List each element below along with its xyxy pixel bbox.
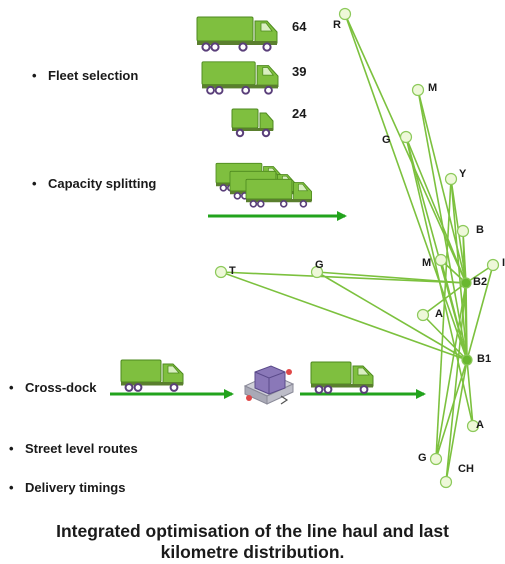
network-node-t	[214, 265, 228, 279]
network-link-g2-b1	[316, 271, 468, 361]
network-link-r-b1	[344, 13, 468, 361]
network-node-label-i: I	[502, 257, 505, 269]
capacity-split-trucks	[215, 162, 313, 208]
network-node-y	[444, 172, 458, 186]
network-node-b1	[461, 354, 473, 366]
bullet-icon: •	[32, 176, 37, 191]
truck-icon	[196, 16, 278, 52]
bullet-text: Cross-dock	[25, 380, 97, 395]
network-link-b2-g3	[435, 282, 467, 460]
network-node-label-ch: CH	[458, 463, 474, 475]
network-link-g1-b2	[405, 136, 467, 284]
truck-icon	[245, 178, 313, 208]
network-node-label-g2: G	[315, 259, 324, 271]
network-node-b	[456, 224, 470, 238]
network-node-label-g1: G	[382, 134, 391, 146]
fleet-truck-small	[231, 108, 274, 138]
network-node-label-a2: A	[476, 419, 484, 431]
network-node-g2	[310, 265, 324, 279]
network-link-y-g3	[435, 178, 452, 460]
cross-dock-inbound-truck	[120, 359, 184, 392]
network-link-t-b2	[220, 271, 467, 284]
truck-icon	[201, 60, 279, 95]
fleet-count-64: 64	[292, 19, 307, 34]
bullet-cross-dock: • Cross-dock	[9, 380, 97, 395]
caption-line-1: Integrated optimisation of the line haul…	[56, 521, 449, 541]
network-node-label-m2: M	[422, 257, 431, 269]
network-link-b1-g3	[435, 359, 468, 460]
network-link-t-b1	[220, 271, 468, 361]
bullet-delivery-timings: • Delivery timings	[9, 480, 125, 495]
fleet-count-39: 39	[292, 64, 306, 79]
bullet-text: Street level routes	[25, 441, 138, 456]
network-link-b1-ch	[445, 359, 468, 483]
network-node-label-m1: M	[428, 82, 437, 94]
network-link-y-b1	[450, 178, 468, 361]
network-nodes	[214, 7, 500, 489]
network-node-a1	[416, 308, 430, 322]
network-node-g3	[429, 452, 443, 466]
figure-caption: Integrated optimisation of the line haul…	[0, 521, 505, 563]
network-node-label-g3: G	[418, 452, 427, 464]
network-link-b1-a2	[466, 359, 474, 427]
bullet-icon: •	[9, 380, 14, 395]
bullet-icon: •	[9, 480, 14, 495]
fleet-truck-large-2	[201, 60, 279, 95]
network-links	[220, 13, 494, 483]
network-node-label-t: T	[229, 265, 236, 277]
network-link-m2-b1	[440, 259, 468, 361]
bullet-text: Fleet selection	[48, 68, 138, 83]
network-node-label-b1: B1	[477, 353, 491, 365]
bullet-text: Capacity splitting	[48, 176, 156, 191]
bullet-capacity-splitting: • Capacity splitting	[32, 176, 156, 191]
network-node-label-b: B	[476, 224, 484, 236]
network-link-r-b2	[344, 13, 467, 284]
bullet-icon: •	[9, 441, 14, 456]
network-link-b2-ch	[445, 282, 467, 483]
cross-dock-icon	[243, 365, 295, 405]
truck-icon	[120, 359, 184, 392]
network-link-b2-b1	[465, 282, 468, 361]
network-node-i	[486, 258, 500, 272]
cross-dock-outbound-truck	[310, 361, 374, 394]
truck-icon	[310, 361, 374, 394]
bullet-street-level-routes: • Street level routes	[9, 441, 138, 456]
caption-line-2: kilometre distribution.	[160, 542, 345, 562]
bullet-text: Delivery timings	[25, 480, 125, 495]
network-node-label-y: Y	[459, 168, 467, 180]
network-node-r	[338, 7, 352, 21]
truck-icon	[231, 108, 274, 138]
network-link-i-b1	[466, 264, 494, 361]
network-node-label-b2: B2	[473, 276, 487, 288]
network-node-ch	[439, 475, 453, 489]
network-node-m1	[411, 83, 425, 97]
network-node-label-a1: A	[435, 308, 443, 320]
network-node-a2	[466, 419, 480, 433]
network-node-b2	[460, 277, 472, 289]
bullet-icon: •	[32, 68, 37, 83]
fleet-truck-large-1	[196, 16, 278, 52]
network-link-g2-b2	[316, 271, 467, 284]
bullet-fleet-selection: • Fleet selection	[32, 68, 138, 83]
network-node-m2	[434, 253, 448, 267]
network-link-a1-b2	[422, 282, 467, 316]
fleet-count-24: 24	[292, 106, 307, 121]
network-node-label-r: R	[333, 19, 341, 31]
network-node-g1	[399, 130, 413, 144]
